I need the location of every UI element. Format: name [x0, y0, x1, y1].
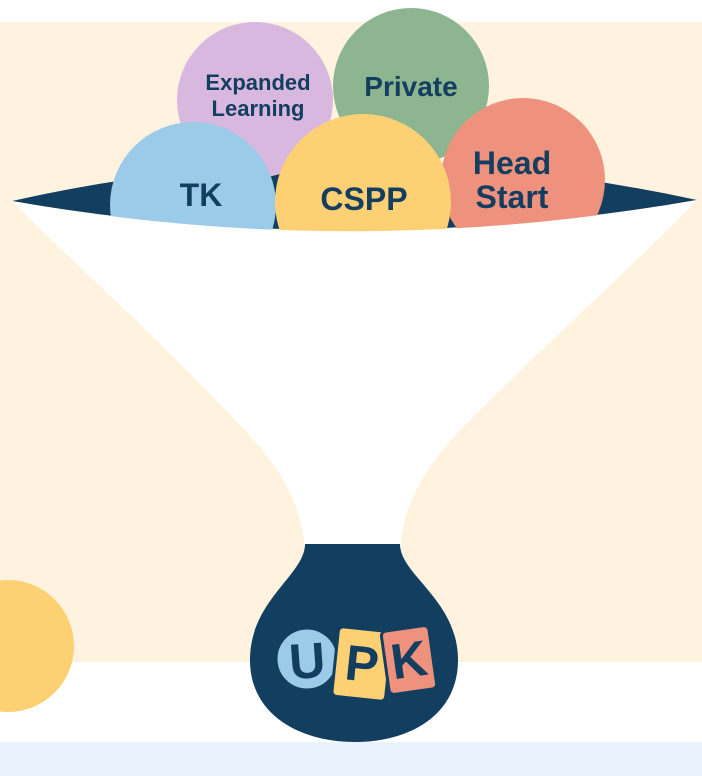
- cspp-label: CSPP: [320, 181, 407, 217]
- funnel-body: [12, 200, 697, 560]
- upk-tile-p: P: [330, 625, 394, 703]
- private-label: Private: [364, 71, 457, 102]
- upk-tile-u: U: [274, 626, 340, 692]
- upk-letter-u: U: [287, 632, 327, 690]
- upk-letter-p: P: [342, 634, 381, 693]
- tk-label: TK: [180, 177, 223, 213]
- upk-logo: U P K: [274, 624, 439, 703]
- expanded-learning-label-line1: Expanded: [205, 70, 310, 95]
- upk-letter-k: K: [387, 630, 431, 690]
- expanded-learning-label-line2: Learning: [212, 96, 305, 121]
- upk-tile-k: K: [379, 624, 439, 696]
- light-blue-band: [0, 742, 702, 776]
- head-start-label-line1: Head: [473, 145, 551, 181]
- head-start-label-line2: Start: [476, 179, 549, 215]
- yellow-accent-circle: [0, 580, 74, 712]
